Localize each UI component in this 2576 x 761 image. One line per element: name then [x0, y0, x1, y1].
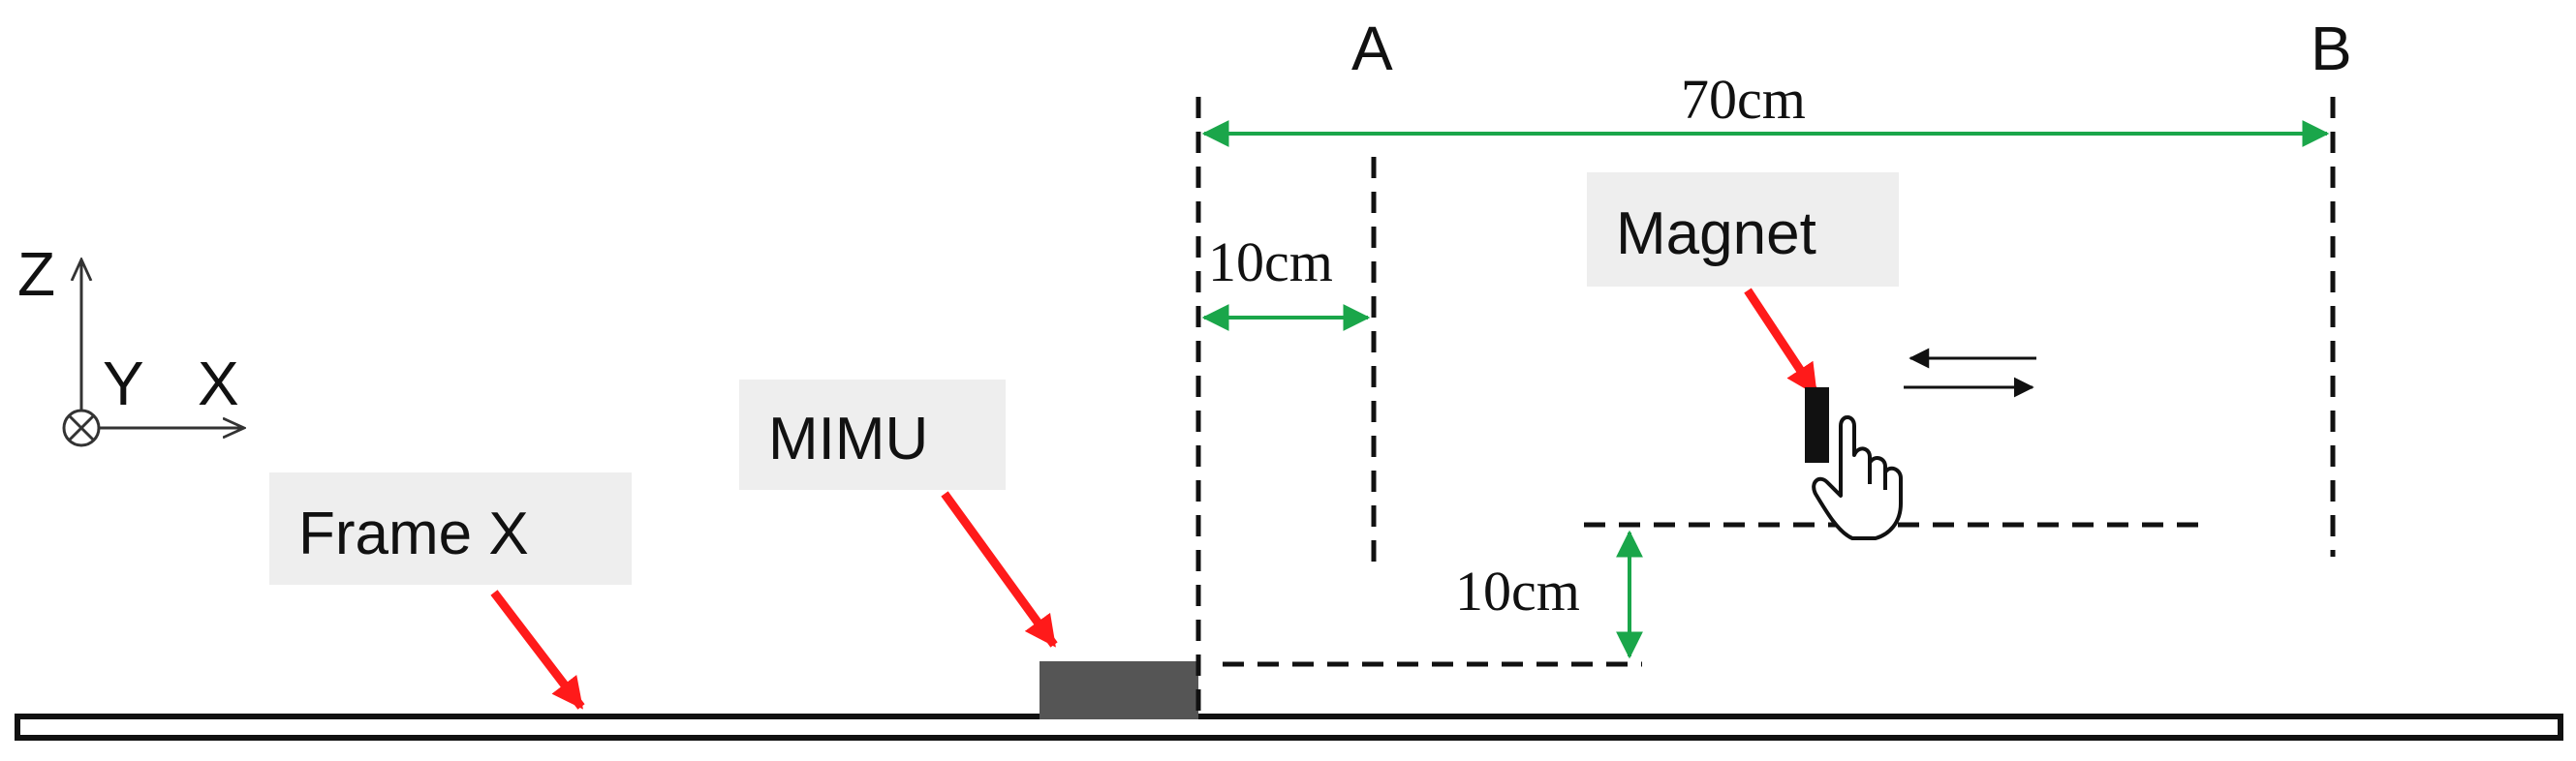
magnet-label-box — [1587, 172, 1899, 287]
magnet-block — [1805, 387, 1829, 463]
frame-label-box — [269, 472, 632, 585]
double-arrow-icon — [1904, 348, 2036, 398]
distance-10cm-height-label: 10cm — [1455, 560, 1580, 623]
x-axis-label: X — [198, 349, 239, 418]
axis-y-into-page-icon — [62, 409, 101, 447]
frame-pointer-arrow — [490, 590, 585, 710]
frame-label: Frame X — [298, 501, 529, 567]
point-b-label: B — [2311, 14, 2352, 83]
y-axis-label: Y — [103, 349, 144, 418]
hand-pointer-icon — [1812, 415, 1903, 540]
point-a-label: A — [1351, 14, 1393, 83]
mimu-label: MIMU — [768, 406, 928, 472]
frame-rail — [15, 714, 2563, 741]
distance-70cm-label: 70cm — [1681, 68, 1806, 131]
magnet-pointer-arrow — [1744, 288, 1819, 396]
magnet-label: Magnet — [1616, 200, 1816, 267]
distance-10cm-side-label: 10cm — [1208, 230, 1333, 293]
z-axis-label: Z — [17, 239, 55, 309]
coordinate-axes: Z Y X — [17, 239, 244, 447]
mimu-block — [1040, 661, 1198, 719]
mimu-pointer-arrow — [941, 491, 1058, 648]
mimu-label-box — [739, 380, 1006, 490]
